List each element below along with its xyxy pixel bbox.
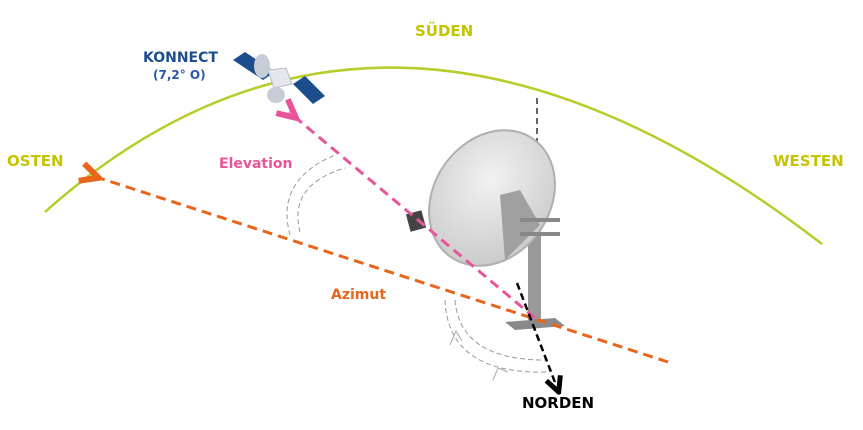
satellite-dish xyxy=(405,129,565,330)
north-label: NORDEN xyxy=(522,394,595,412)
north-line xyxy=(515,282,556,385)
elevation-angle-arc xyxy=(286,154,336,236)
azimuth-angle-arc xyxy=(454,299,546,361)
east-label: OSTEN xyxy=(7,152,64,170)
satellite-name: KONNECT xyxy=(143,50,218,66)
elevation-line xyxy=(289,112,536,320)
satellite-position: (7,2° O) xyxy=(153,68,206,82)
west-label: WESTEN xyxy=(773,152,844,170)
sky-arc xyxy=(44,66,823,245)
south-label: SÜDEN xyxy=(415,22,474,40)
azimuth-label: Azimut xyxy=(331,287,387,303)
azimuth-line xyxy=(90,175,669,364)
satellite-icon xyxy=(233,52,325,104)
elevation-label: Elevation xyxy=(219,156,293,172)
